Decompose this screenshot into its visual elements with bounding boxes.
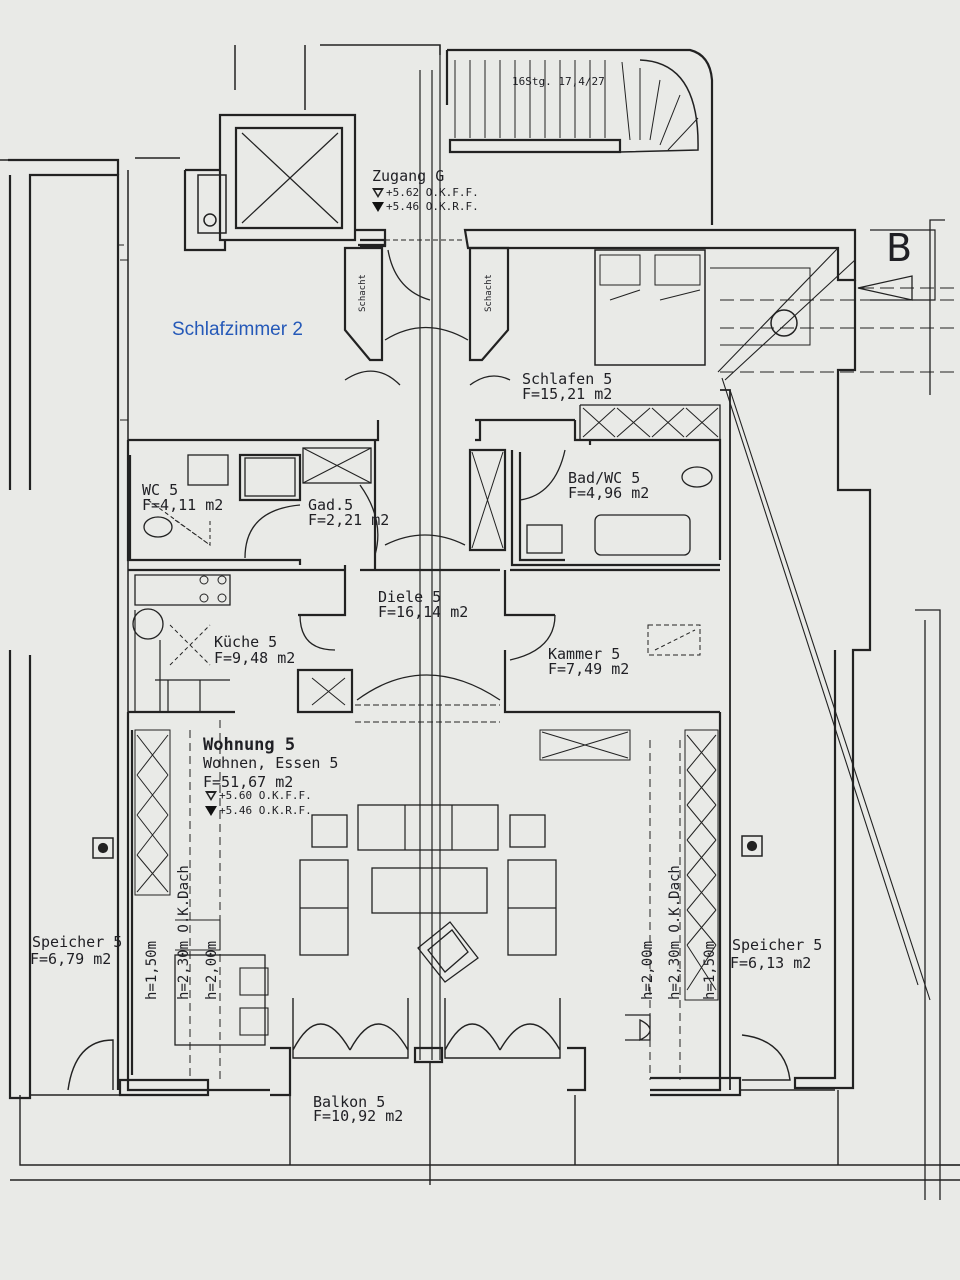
balkon-label: Balkon 5 [313,1093,386,1111]
wc-walls [126,420,380,570]
wohnen-area: F=51,67 m2 [203,773,294,791]
coffee-table [371,867,488,914]
bad-area: F=4,96 m2 [568,484,650,502]
gad-label: Gad.5 [308,496,354,514]
schacht-right-label: Schacht [484,274,494,312]
wohnen-elevation-top: +5.60 O.K.F.F. [205,789,312,802]
kueche-label: Küche 5 [214,633,278,651]
schacht-left [343,246,384,362]
kammer-label: Kammer 5 [548,645,621,663]
balkon-area: F=10,92 m2 [313,1107,404,1125]
speicher-left-label: Speicher 5 [32,933,123,951]
zugang-label: Zugang G [372,167,445,185]
sofa-top [357,804,499,851]
elevation-triangle-outline-icon [205,791,217,801]
schlafen-area: F=15,21 m2 [522,385,613,403]
height-right-1: h=2,00m [640,940,656,1000]
schacht-right [468,246,510,362]
kueche-area: F=9,48 m2 [214,649,296,667]
diele-label: Diele 5 [378,588,442,606]
elevation-triangle-filled-icon [372,202,384,212]
bad-label: Bad/WC 5 [568,469,641,487]
elevation-triangle-filled-icon [205,806,217,816]
wc-area: F=4,11 m2 [142,496,224,514]
wohnen-label: Wohnen, Essen 5 [203,754,339,772]
bed [594,249,706,366]
gad-area: F=2,21 m2 [308,511,390,529]
elevator-wall [218,113,357,242]
height-left-1: h=1,50m [144,940,160,1000]
height-right-2: h=2,30m O.K.Dach [667,865,683,1000]
schlafzimmer2-label: Schlafzimmer 2 [172,319,303,340]
wohnen-elevation-bottom: +5.46 O.K.R.F. [205,804,312,817]
zugang-elevation-bottom: +5.46 O.K.R.F. [372,200,479,213]
schacht-left-label: Schacht [358,274,368,312]
elevation-triangle-outline-icon [372,188,384,198]
left-knee-wall [8,158,120,175]
section-marker: B [886,226,913,270]
speicher-right-label: Speicher 5 [732,936,823,954]
stair-label: 16Stg. 17,4/27 [512,75,605,88]
living-room-walls [126,712,722,1092]
speicher-left-area: F=6,79 m2 [30,950,112,968]
speicher-right-area: F=6,13 m2 [730,954,812,972]
height-left-3: h=2,00m [204,940,220,1000]
height-right-3: h=1,50m [702,940,718,1000]
schlafen-label: Schlafen 5 [522,370,613,388]
wohnung-title: Wohnung 5 [203,735,296,755]
kammer-area: F=7,49 m2 [548,660,630,678]
balcony [118,1046,742,1097]
zugang-elevation-top: +5.62 O.K.F.F. [372,186,479,199]
diele-area: F=16,14 m2 [378,603,469,621]
height-left-2: h=2,30m O.K.Dach [176,865,192,1000]
wc-label: WC 5 [142,481,179,499]
